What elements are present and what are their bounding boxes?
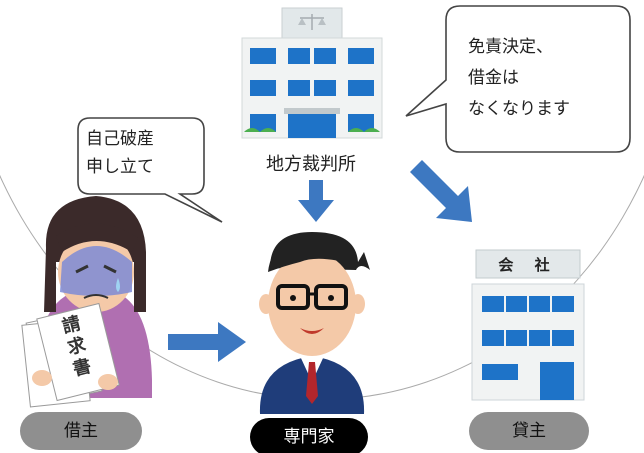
- document-char: 求: [65, 333, 89, 359]
- court-label: 地方裁判所: [266, 154, 356, 175]
- bubble-right-text: 免責決定、 借金は なくなります: [468, 32, 570, 125]
- company-building-icon: [471, 249, 585, 401]
- bill-document: 請求書: [21, 302, 120, 408]
- bubble-left-line2: 申し立て: [86, 157, 154, 177]
- node-borrower: 借主: [20, 412, 142, 450]
- bubble-left-text: 自己破産 申し立て: [86, 125, 154, 181]
- bubble-right-line2: 借金は: [468, 68, 519, 88]
- arrow-borrower-to-expert: [168, 322, 246, 362]
- expert-illustration: [259, 232, 370, 414]
- node-lender: 貸主: [469, 412, 589, 450]
- document-text: 請求書: [60, 312, 94, 381]
- arrow-court-to-expert: [298, 180, 334, 222]
- borrower-illustration: 請求書: [21, 196, 152, 408]
- document-char: 請: [60, 312, 83, 338]
- document-char: 書: [71, 356, 94, 381]
- bubble-left-line1: 自己破産: [86, 129, 154, 149]
- bubble-right-line1: 免責決定、: [468, 37, 553, 57]
- node-expert: 専門家: [250, 418, 368, 453]
- court-building-icon: [241, 7, 383, 139]
- bubble-left: [77, 117, 223, 223]
- bubble-right: [405, 5, 631, 153]
- company-sign: 会 社: [498, 256, 558, 274]
- arrow-court-to-lender: [410, 160, 472, 222]
- bubble-right-line3: なくなります: [468, 99, 570, 119]
